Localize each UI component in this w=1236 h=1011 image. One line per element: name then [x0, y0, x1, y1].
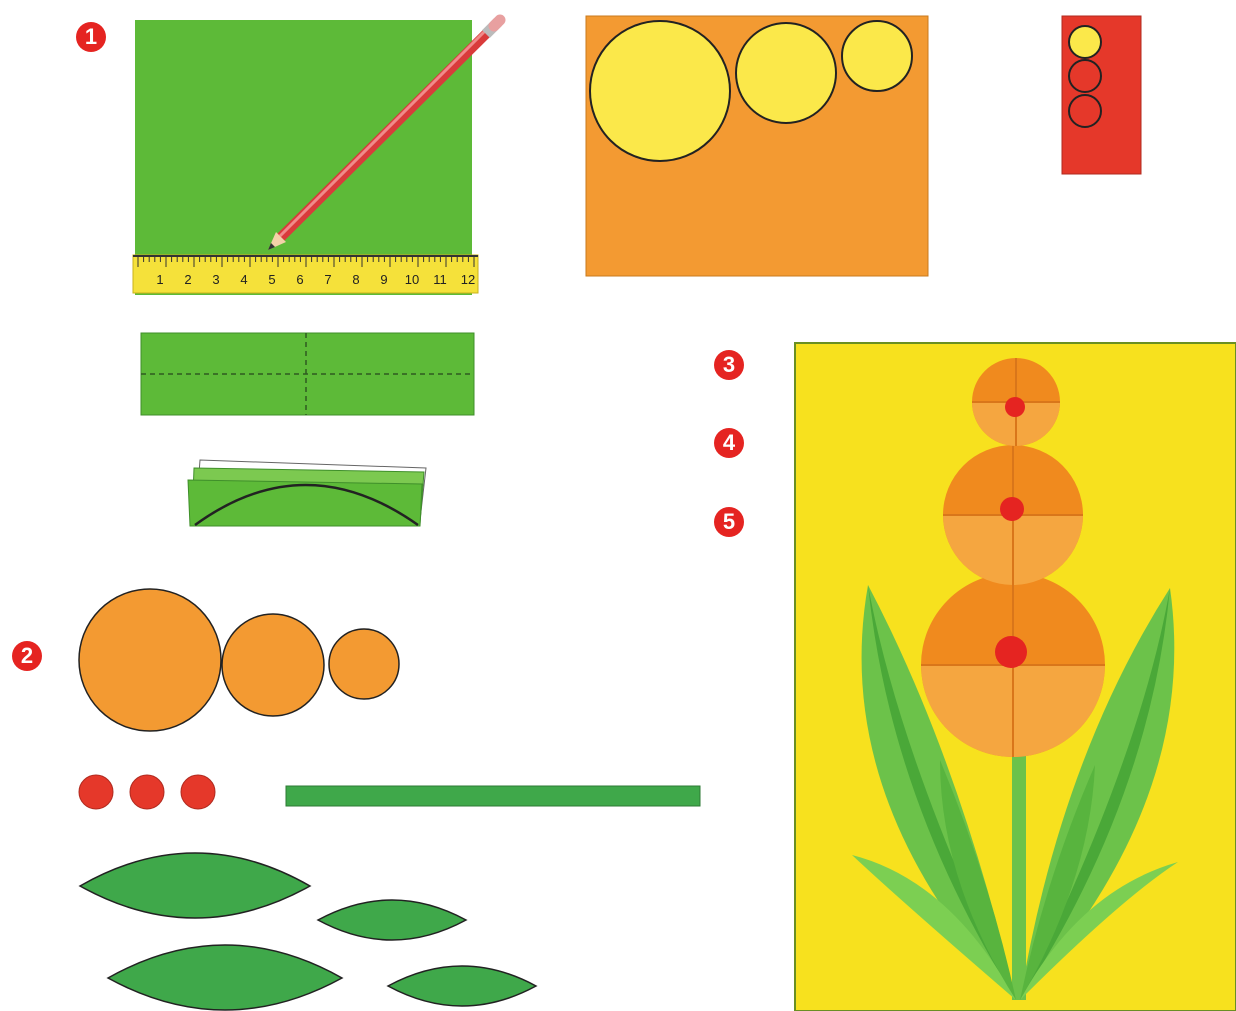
circle-template-large [590, 21, 730, 161]
ruler-number: 9 [380, 272, 387, 287]
orange-circle-large [79, 589, 221, 731]
ruler-number: 10 [405, 272, 419, 287]
ruler-number: 1 [156, 272, 163, 287]
leaf-small-1 [318, 900, 466, 940]
flower-head-large [921, 573, 1105, 757]
leaf-large-1 [80, 853, 310, 918]
circle-template-small [842, 21, 912, 91]
ruler-number: 5 [268, 272, 275, 287]
red-dot-template-1 [1069, 26, 1101, 58]
flower-head-small [972, 358, 1060, 446]
folded-stack [188, 460, 426, 526]
leaf-large-2 [108, 945, 342, 1010]
flower-stem [1012, 745, 1026, 1000]
ruler-number: 11 [433, 272, 447, 287]
circle-template-medium [736, 23, 836, 123]
red-dot-2 [130, 775, 164, 809]
ruler-number: 12 [461, 272, 475, 287]
ruler-number: 7 [324, 272, 331, 287]
red-dot-3 [181, 775, 215, 809]
stem-strip [286, 786, 700, 806]
ruler-number: 2 [184, 272, 191, 287]
red-dot-1 [79, 775, 113, 809]
ruler-number: 6 [296, 272, 303, 287]
ruler-number: 8 [352, 272, 359, 287]
ruler-number: 4 [240, 272, 247, 287]
ruler-number: 3 [212, 272, 219, 287]
leaf-small-2 [388, 966, 536, 1006]
flower-head-medium [943, 445, 1083, 585]
green-paper-sheet [135, 20, 472, 295]
orange-circle-small [329, 629, 399, 699]
orange-circle-medium [222, 614, 324, 716]
